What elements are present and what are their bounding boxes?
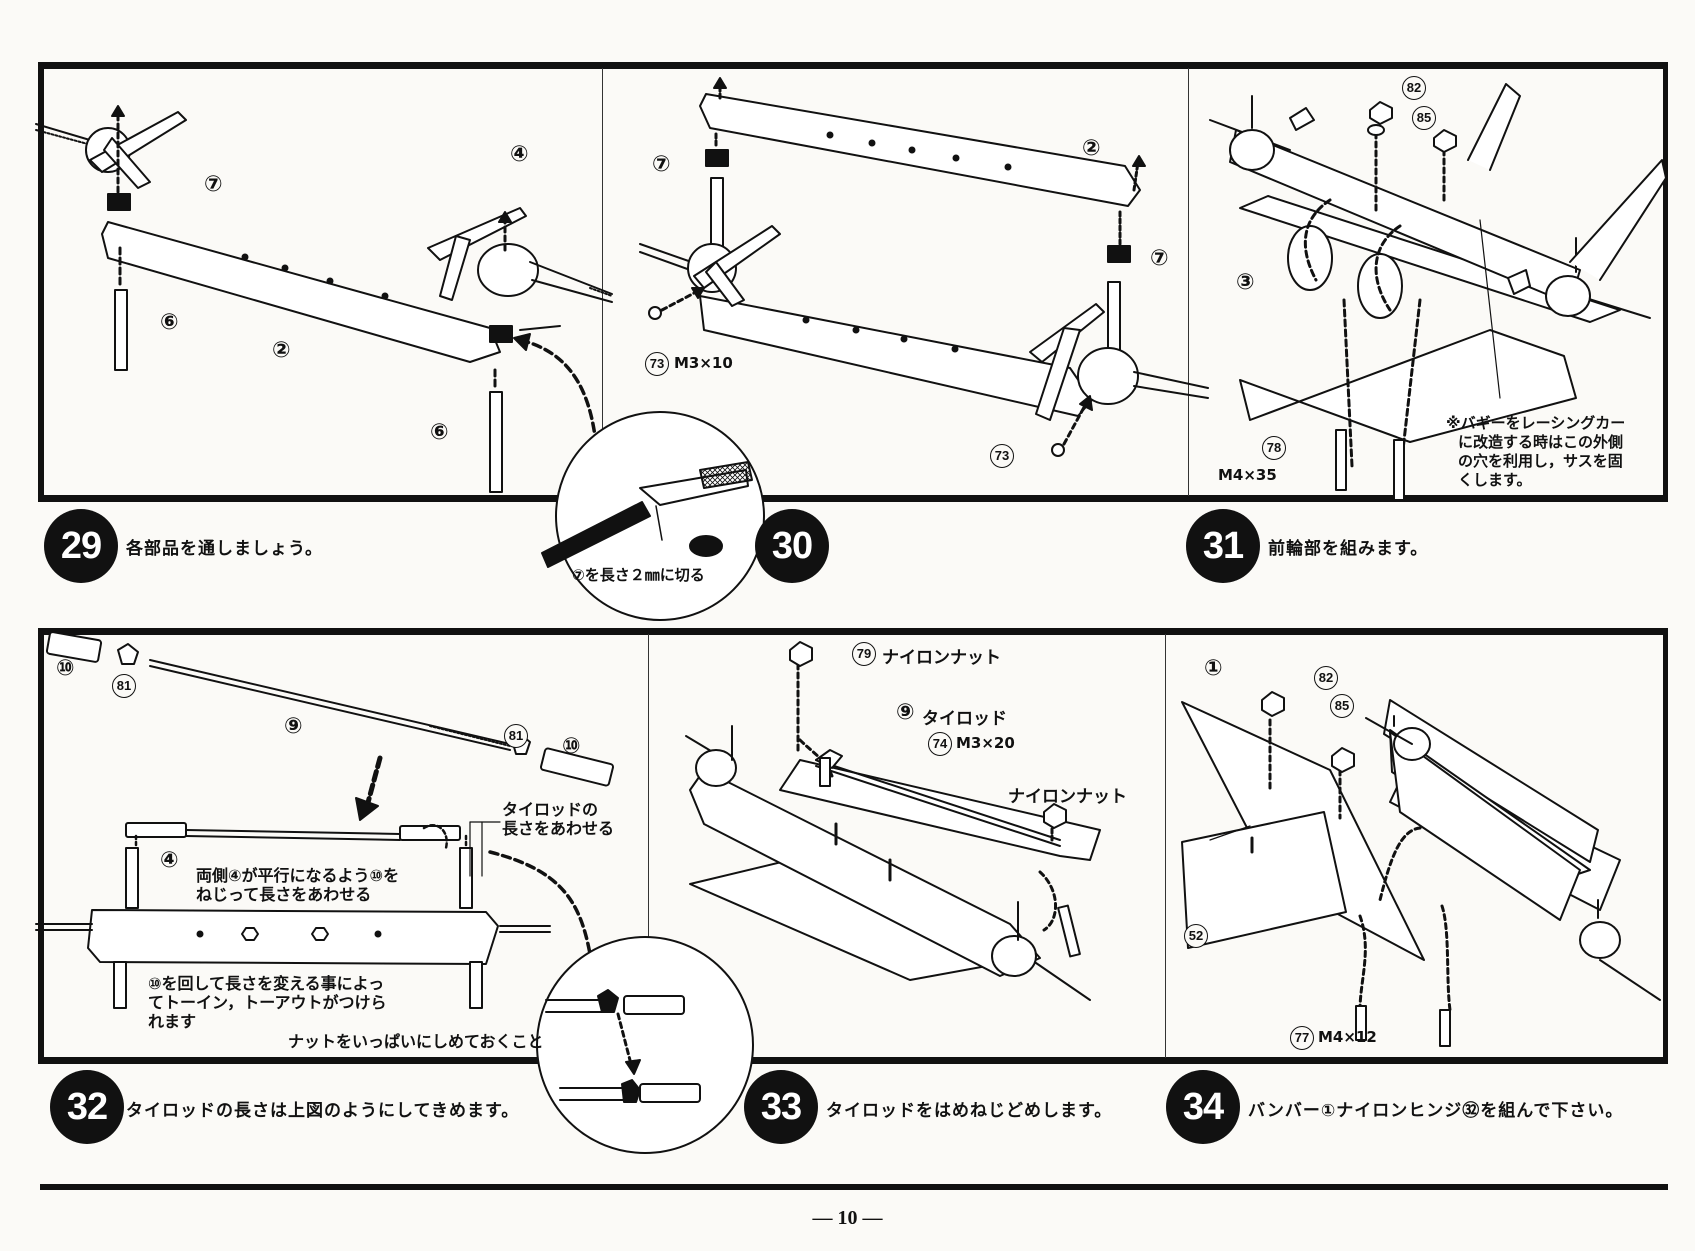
cut-note: ⑦を長さ２㎜に切る xyxy=(572,566,705,584)
step-33-number: 33 xyxy=(744,1070,818,1144)
parallel-note: 両側④が平行になるよう⑩を ねじって長さをあわせる xyxy=(196,866,399,904)
part-label-2: ② xyxy=(272,338,291,363)
race-note-line: の穴を利用し，サスを固 xyxy=(1458,452,1623,470)
part-label-7: ⑦ xyxy=(204,172,223,197)
divider-32-33 xyxy=(648,634,649,1058)
step-33-caption: タイロッドをはめねじどめします。 xyxy=(826,1101,1113,1121)
part-label-9: ⑨ xyxy=(896,700,915,725)
tie-rod-label: タイロッド xyxy=(922,709,1007,729)
step-34-caption: バンバー①ナイロンヒンジ㉜を組んで下さい。 xyxy=(1248,1101,1624,1121)
step-31-caption: 前輪部を組みます。 xyxy=(1268,539,1429,559)
step-31-number: 31 xyxy=(1186,509,1260,583)
step-29-caption: 各部品を通しましょう。 xyxy=(126,539,323,559)
part-label-7: ⑦ xyxy=(1150,246,1169,271)
race-note-line: に改造する時はこの外側 xyxy=(1458,433,1624,451)
toe-line: ⑩を回して長さを変える事によっ xyxy=(148,974,385,993)
tierod-length-line: タイロッドの xyxy=(502,800,599,819)
race-note-line: ※バギーをレーシングカー xyxy=(1446,414,1626,432)
toe-line: てトーイン，トーアウトがつけら xyxy=(148,993,387,1012)
step31-drawing xyxy=(1209,83,1667,501)
part-label-73: 73 xyxy=(645,352,669,376)
bottom-frame xyxy=(38,628,1668,1064)
nylon-nut-label: ナイロンナット xyxy=(1008,787,1127,807)
part-label-73: 73 xyxy=(990,444,1014,468)
part-label-4: ④ xyxy=(510,142,529,167)
step-32-caption: タイロッドの長さは上図のようにしてきめます。 xyxy=(126,1101,520,1121)
part-label-9: ⑨ xyxy=(284,714,303,739)
divider-30-31 xyxy=(1188,68,1189,496)
parallel-line: ねじって長さをあわせる xyxy=(196,885,372,904)
toe-note: ⑩を回して長さを変える事によっ てトーイン，トーアウトがつけら れます xyxy=(148,974,387,1031)
tierod-length-line: 長さをあわせる xyxy=(502,819,615,838)
part-label-78: 78 xyxy=(1262,436,1286,460)
step-30-number: 30 xyxy=(755,509,829,583)
part-size-m4x35: M4×35 xyxy=(1218,466,1277,484)
part-label-81: 81 xyxy=(504,724,528,748)
part-label-2: ② xyxy=(1082,136,1101,161)
step34-drawing xyxy=(1181,691,1661,1047)
part-size-m3x10: M3×10 xyxy=(674,354,733,372)
part-label-85: 85 xyxy=(1412,106,1436,130)
part-label-74: 74 xyxy=(928,732,952,756)
part-label-81: 81 xyxy=(112,674,136,698)
divider-33-34 xyxy=(1165,634,1166,1058)
part-label-85: 85 xyxy=(1330,694,1354,718)
part-size-m4x12: M4×12 xyxy=(1318,1028,1377,1046)
step33-drawing xyxy=(685,641,1101,1001)
tierod-length-note: タイロッドの 長さをあわせる xyxy=(502,800,614,838)
nut-tighten-note: ナットをいっぱいにしめておくこと xyxy=(288,1032,544,1051)
part-label-77: 77 xyxy=(1290,1026,1314,1050)
divider-29-30 xyxy=(602,68,603,496)
step-29-number: 29 xyxy=(44,509,118,583)
part-label-1: ① xyxy=(1204,656,1223,681)
part-label-10: ⑩ xyxy=(56,656,75,681)
part-label-7: ⑦ xyxy=(652,152,671,177)
part-label-6: ⑥ xyxy=(160,310,179,335)
part-label-52: 52 xyxy=(1184,924,1208,948)
part-label-3: ③ xyxy=(1236,270,1255,295)
page-number: — 10 — xyxy=(812,1207,883,1229)
step29-drawing xyxy=(35,105,765,621)
toe-line: れます xyxy=(148,1012,197,1031)
race-note: ※バギーをレーシングカー に改造する時はこの外側 の穴を利用し，サスを固 くしま… xyxy=(1446,414,1625,490)
part-label-10: ⑩ xyxy=(562,734,581,759)
part-label-82: 82 xyxy=(1402,76,1426,100)
nylon-nut-label: ナイロンナット xyxy=(882,648,1001,668)
parallel-line: 両側④が平行になるよう⑩を xyxy=(196,866,400,885)
race-note-line: くします。 xyxy=(1458,471,1532,489)
part-size-m3x20: M3×20 xyxy=(956,734,1015,752)
part-label-4: ④ xyxy=(160,848,179,873)
top-frame xyxy=(38,62,1668,502)
step30-drawing xyxy=(639,77,1209,457)
part-label-79: 79 xyxy=(852,642,876,666)
step-32-number: 32 xyxy=(50,1070,124,1144)
bottom-rule xyxy=(40,1184,1668,1190)
part-label-82: 82 xyxy=(1314,666,1338,690)
step-34-number: 34 xyxy=(1166,1070,1240,1144)
part-label-6: ⑥ xyxy=(430,420,449,445)
